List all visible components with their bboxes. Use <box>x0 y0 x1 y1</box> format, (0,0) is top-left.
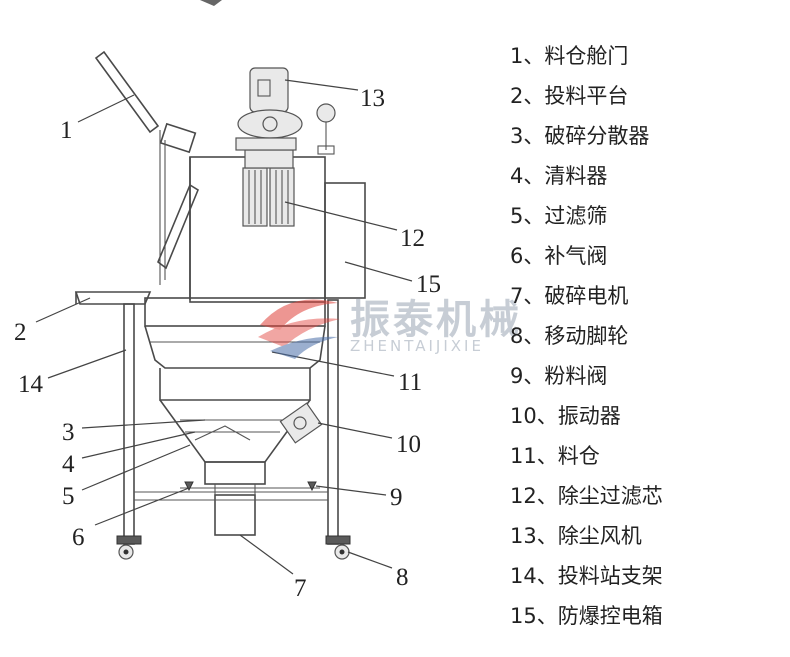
filter-cartridges <box>242 149 295 227</box>
legend-item: 4、清料器 <box>510 164 608 188</box>
slanted-panel <box>157 183 199 270</box>
callout-5: 5 <box>62 483 75 510</box>
callout-8: 8 <box>396 564 409 591</box>
legend-item: 8、移动脚轮 <box>510 324 629 348</box>
watermark-brand: 振泰机械 <box>350 297 522 343</box>
legend-item: 15、防爆控电箱 <box>510 604 663 628</box>
legend-item: 3、破碎分散器 <box>510 124 650 148</box>
legend-item: 2、投料平台 <box>510 84 629 108</box>
parts-legend: 1、料仓舱门 2、投料平台 3、破碎分散器 4、清料器 5、过滤筛 6、补气阀 … <box>510 36 663 636</box>
callout-10: 10 <box>396 431 421 458</box>
callout-6: 6 <box>72 524 85 551</box>
callout-12: 12 <box>400 225 425 252</box>
callout-1: 1 <box>60 117 73 144</box>
powder-valve <box>307 481 317 492</box>
callout-4: 4 <box>62 451 75 478</box>
legend-item: 6、补气阀 <box>510 244 608 268</box>
legend-item: 11、料仓 <box>510 444 600 468</box>
air-valve <box>184 481 194 492</box>
dust-fan <box>235 67 336 155</box>
control-box <box>324 182 366 299</box>
callout-9: 9 <box>390 484 403 511</box>
top-edge-mark <box>200 0 222 6</box>
legend-item: 12、除尘过滤芯 <box>510 484 663 508</box>
legend-item: 13、除尘风机 <box>510 524 642 548</box>
legend-item: 10、振动器 <box>510 404 621 428</box>
callout-7: 7 <box>294 575 307 602</box>
leader-lines <box>35 79 413 575</box>
callout-14: 14 <box>18 371 44 398</box>
callout-15: 15 <box>416 271 441 298</box>
vibrator <box>279 402 323 444</box>
legend-item: 5、过滤筛 <box>510 204 608 228</box>
legend-item: 1、料仓舱门 <box>510 44 629 68</box>
caster-right <box>325 535 351 560</box>
callout-3: 3 <box>62 419 75 446</box>
watermark: 振泰机械 ZHENTAIJIXIE <box>250 285 550 365</box>
legend-item: 7、破碎电机 <box>510 284 629 308</box>
feeding-platform <box>74 291 152 305</box>
brand-logo-icon <box>258 299 340 359</box>
callout-13: 13 <box>360 85 385 112</box>
callout-2: 2 <box>14 319 27 346</box>
watermark-pinyin: ZHENTAIJIXIE <box>350 337 484 355</box>
legend-item: 9、粉料阀 <box>510 364 608 388</box>
pressure-gauge <box>316 103 336 123</box>
legend-item: 14、投料站支架 <box>510 564 663 588</box>
callout-11: 11 <box>398 369 422 396</box>
hatch-door <box>94 50 197 285</box>
caster-left <box>116 535 142 560</box>
